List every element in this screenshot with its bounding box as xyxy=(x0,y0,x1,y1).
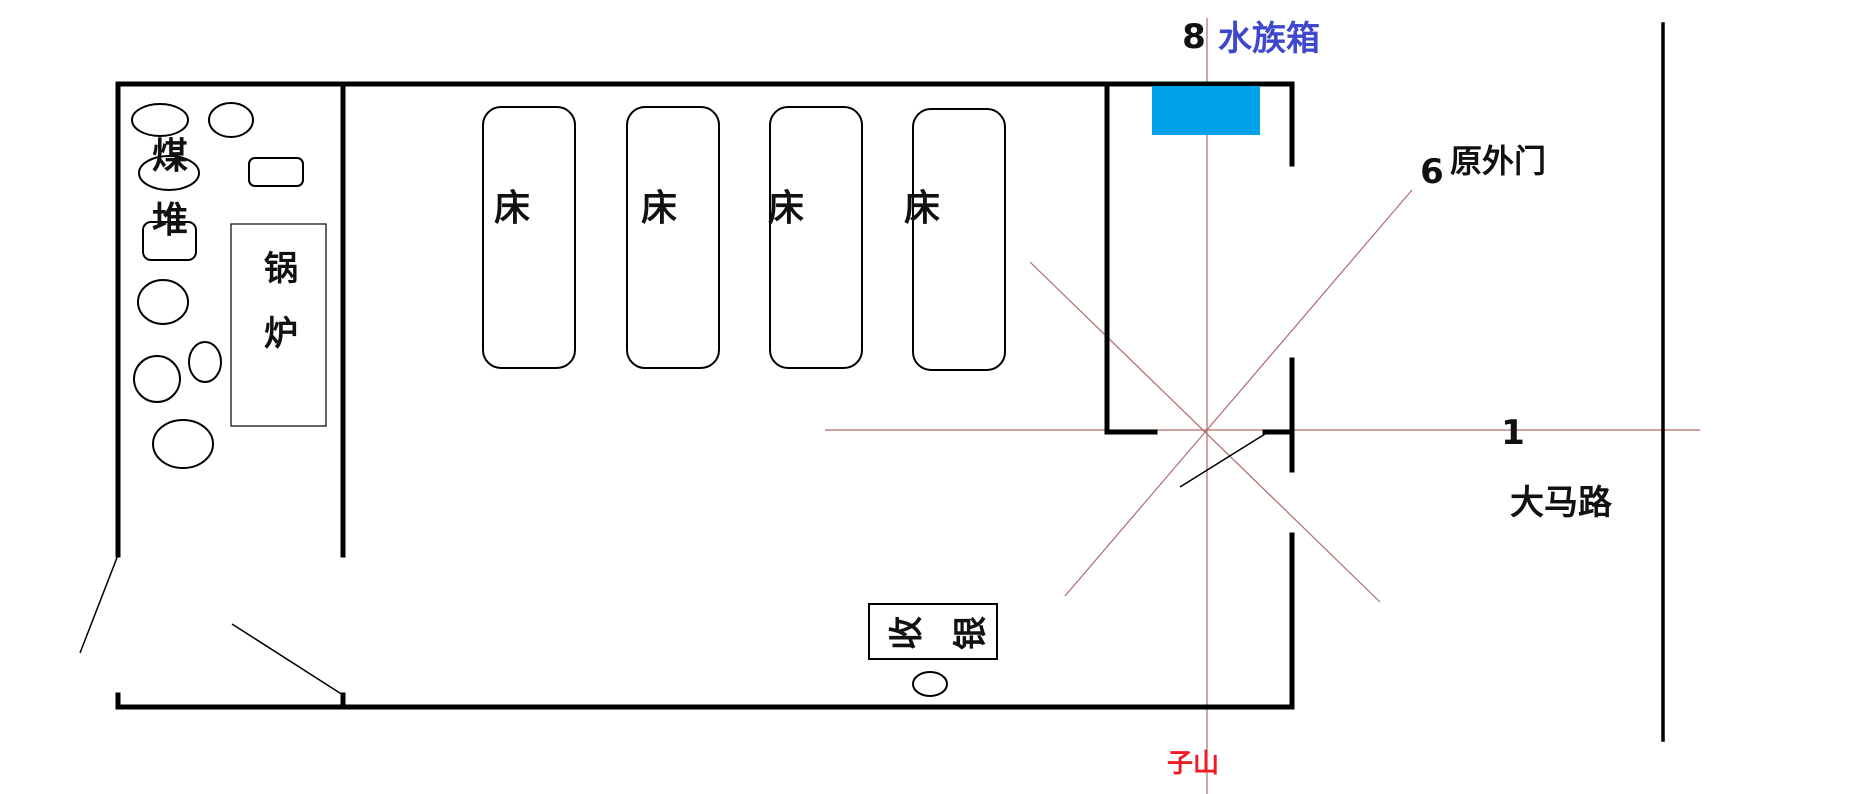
coal-lump xyxy=(248,157,304,187)
bed xyxy=(482,106,576,369)
bed-label: 床 xyxy=(768,188,804,229)
bed-label: 床 xyxy=(641,188,677,229)
aquarium xyxy=(1152,86,1260,135)
coal-lump xyxy=(133,355,181,403)
bed xyxy=(769,106,863,369)
road-number: 1 xyxy=(1501,413,1525,453)
coal-lump xyxy=(208,102,254,138)
aquarium-label: 水族箱 xyxy=(1218,19,1320,59)
bed-label: 床 xyxy=(904,188,940,229)
cashier-label-right: 银 xyxy=(951,616,991,650)
cashier-label-left: 收 xyxy=(887,616,927,650)
mountain-label: 子山 xyxy=(1167,749,1219,779)
building-walls xyxy=(115,81,1295,710)
original-door-label: 原外门 xyxy=(1450,142,1546,180)
coal-lump xyxy=(131,103,189,137)
aquarium-number: 8 xyxy=(1182,17,1206,57)
boiler xyxy=(230,223,327,427)
cashier-desk xyxy=(868,603,998,660)
bed xyxy=(626,106,720,369)
coal-pile-label-top: 煤 xyxy=(152,136,188,177)
original-door-number: 6 xyxy=(1420,152,1444,192)
inner-door-swing xyxy=(231,623,344,696)
coal-lump xyxy=(137,279,189,325)
left-door-swing xyxy=(79,554,119,654)
coal-lump xyxy=(142,221,197,261)
compass-diagonal-line-b xyxy=(1064,189,1413,597)
coal-lump xyxy=(152,419,214,469)
coal-lump xyxy=(188,341,222,383)
compass-lines xyxy=(825,18,1700,794)
road-label: 大马路 xyxy=(1510,483,1613,523)
bed-label: 床 xyxy=(494,188,530,229)
boiler-label-bottom: 炉 xyxy=(264,314,298,354)
entrance-door-swing xyxy=(1179,433,1266,488)
beds xyxy=(482,106,1006,371)
bed xyxy=(912,108,1006,371)
door-swings xyxy=(79,433,1266,696)
cashier-stool xyxy=(912,671,948,697)
coal-pile xyxy=(131,102,304,469)
coal-lump xyxy=(138,155,200,191)
boiler-label-top: 锅 xyxy=(264,249,298,289)
coal-pile-label-bottom: 堆 xyxy=(152,200,188,241)
